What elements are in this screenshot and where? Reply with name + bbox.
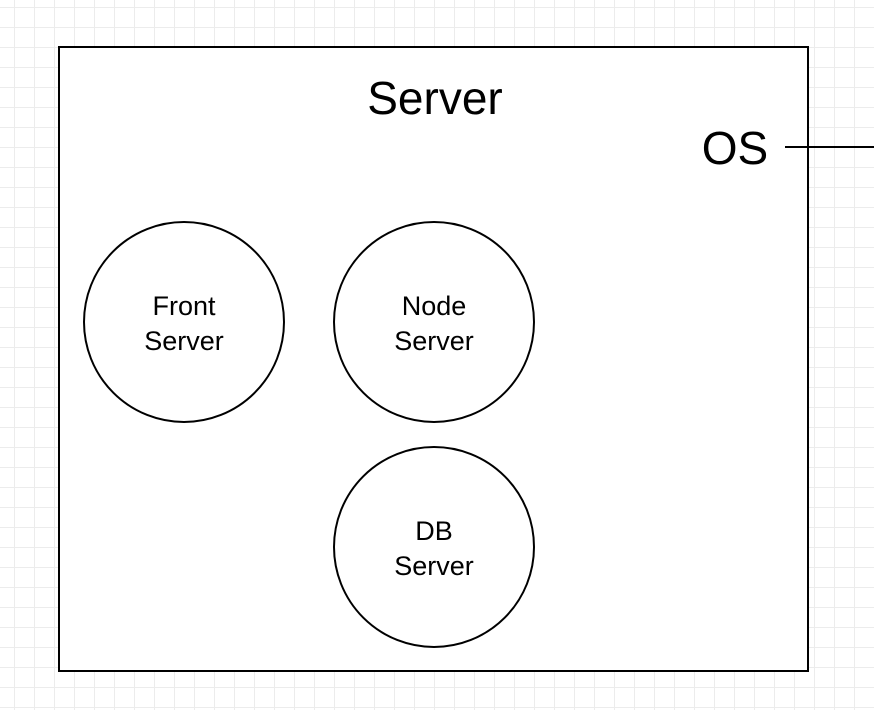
front-server-label-line-1: Front [152,291,216,321]
front-server-node[interactable]: Front Server [83,221,285,423]
node-server-label-line-1: Node [402,291,467,321]
front-server-label-line-2: Server [144,326,224,356]
server-box-title: Server [367,72,502,124]
os-label: OS [702,122,768,174]
front-server-circle[interactable] [83,221,285,423]
node-server-node[interactable]: Node Server [333,221,535,423]
db-server-label-line-2: Server [394,551,474,581]
db-server-circle[interactable] [333,446,535,648]
node-server-circle[interactable] [333,221,535,423]
db-server-label-line-1: DB [415,516,453,546]
node-server-label-line-2: Server [394,326,474,356]
db-server-node[interactable]: DB Server [333,446,535,648]
